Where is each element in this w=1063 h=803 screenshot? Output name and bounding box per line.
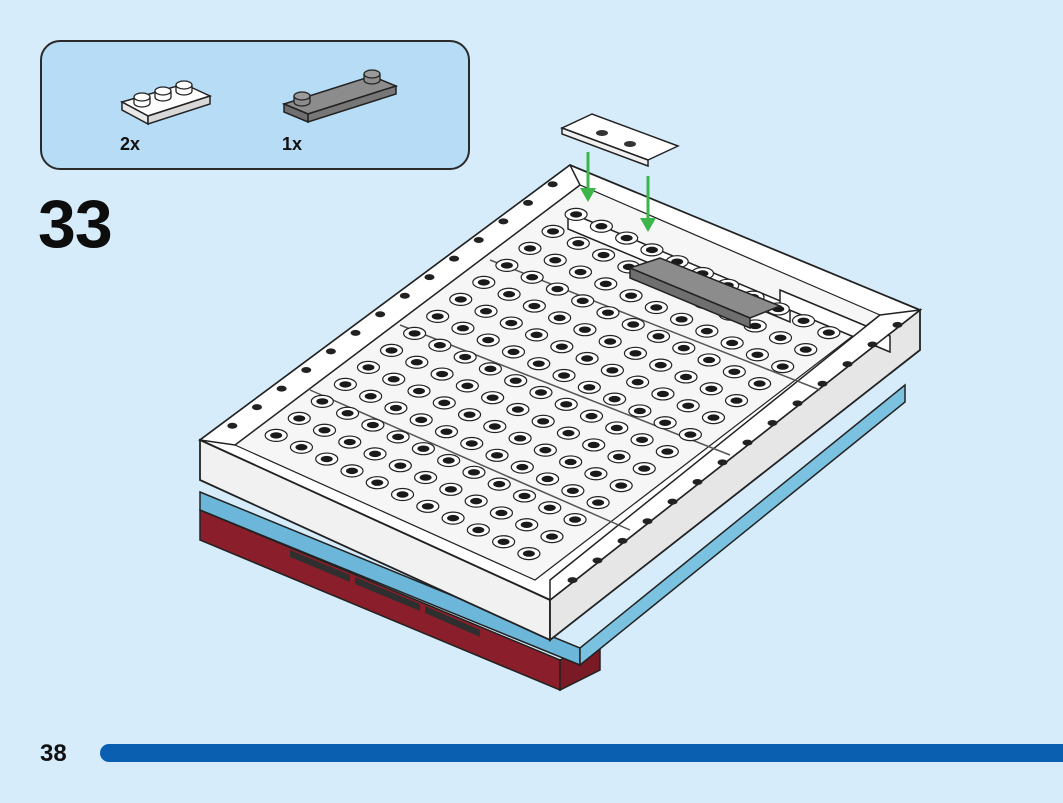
incoming-white-plate	[560, 113, 680, 168]
white-plate-1x3-icon	[118, 70, 218, 130]
build-model-illustration	[190, 100, 930, 705]
part-quantity: 1x	[282, 134, 303, 154]
parts-callout-box: 2x 1x	[40, 40, 470, 170]
step-number: 33	[38, 186, 113, 262]
gray-plate-1x4-with-2-studs-icon	[280, 64, 400, 134]
page-number: 38	[40, 740, 67, 767]
tray	[198, 163, 923, 642]
progress-bar	[100, 744, 1063, 762]
placement-arrows	[580, 152, 656, 232]
base-layers	[199, 383, 906, 692]
part-quantity: 2x	[120, 134, 141, 154]
gray-plate-placed	[627, 257, 783, 330]
